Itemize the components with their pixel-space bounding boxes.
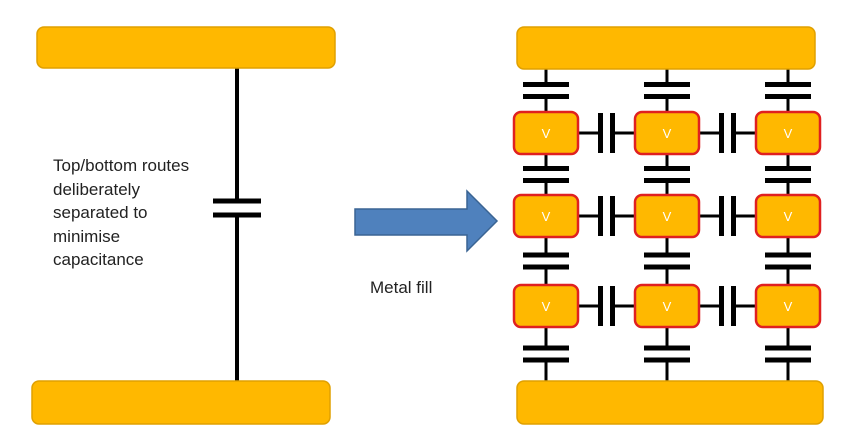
capacitor-gap [722, 129, 733, 137]
description-line: Top/bottom routes [53, 156, 190, 175]
fill-tile-label: V [784, 209, 793, 224]
capacitor-gap [722, 302, 733, 310]
description-line: deliberately [53, 179, 140, 199]
capacitor-gap [542, 256, 550, 266]
fill-tile-label: V [542, 209, 551, 224]
left-structure [31, 26, 336, 425]
capacitor-gap [722, 212, 733, 220]
left-top-route [36, 26, 336, 69]
metal-fill-tile [754, 193, 822, 239]
metal-fill-tile [754, 283, 822, 329]
right-capacitors [523, 82, 811, 363]
capacitor-gap [663, 169, 671, 180]
transition-arrow [354, 189, 499, 253]
fill-tile-label: V [784, 126, 793, 141]
metal-fill-tile [633, 110, 701, 156]
capacitor-gap [601, 302, 612, 310]
arrow-label: Metal fill [370, 278, 433, 297]
right-top-route [516, 26, 816, 70]
capacitor-gap [784, 256, 792, 266]
fill-tile-label: V [542, 126, 551, 141]
right-metal: V V V V V V V V V [512, 26, 824, 425]
description-line: capacitance [53, 250, 144, 269]
description-label: Top/bottom routes deliberately separated… [53, 154, 243, 272]
capacitor-gap [601, 212, 612, 220]
metal-fill-tile [754, 110, 822, 156]
metal-fill-tile [633, 283, 701, 329]
capacitor-gap [784, 349, 792, 359]
capacitor-gap [601, 129, 612, 137]
metal-fill-tile [512, 193, 580, 239]
capacitor-gap [784, 85, 792, 96]
right-bottom-route [516, 380, 824, 425]
metal-fill-tile [512, 110, 580, 156]
metal-fill-tile [512, 283, 580, 329]
capacitor-gap [663, 85, 671, 96]
fill-tile-label: V [663, 299, 672, 314]
capacitor-gap [784, 169, 792, 180]
fill-tile-label: V [663, 209, 672, 224]
capacitor-gap [542, 349, 550, 359]
capacitor-gap [663, 256, 671, 266]
description-line: separated to [53, 203, 148, 222]
description-line: minimise [53, 226, 121, 246]
capacitor-gap [663, 349, 671, 359]
metal-fill-tile [633, 193, 701, 239]
fill-tile-label: V [784, 299, 793, 314]
capacitor-gap [542, 169, 550, 180]
fill-tile-label: V [542, 299, 551, 314]
capacitor-gap [542, 85, 550, 96]
fill-tile-label: V [663, 126, 672, 141]
left-bottom-route [31, 380, 331, 425]
